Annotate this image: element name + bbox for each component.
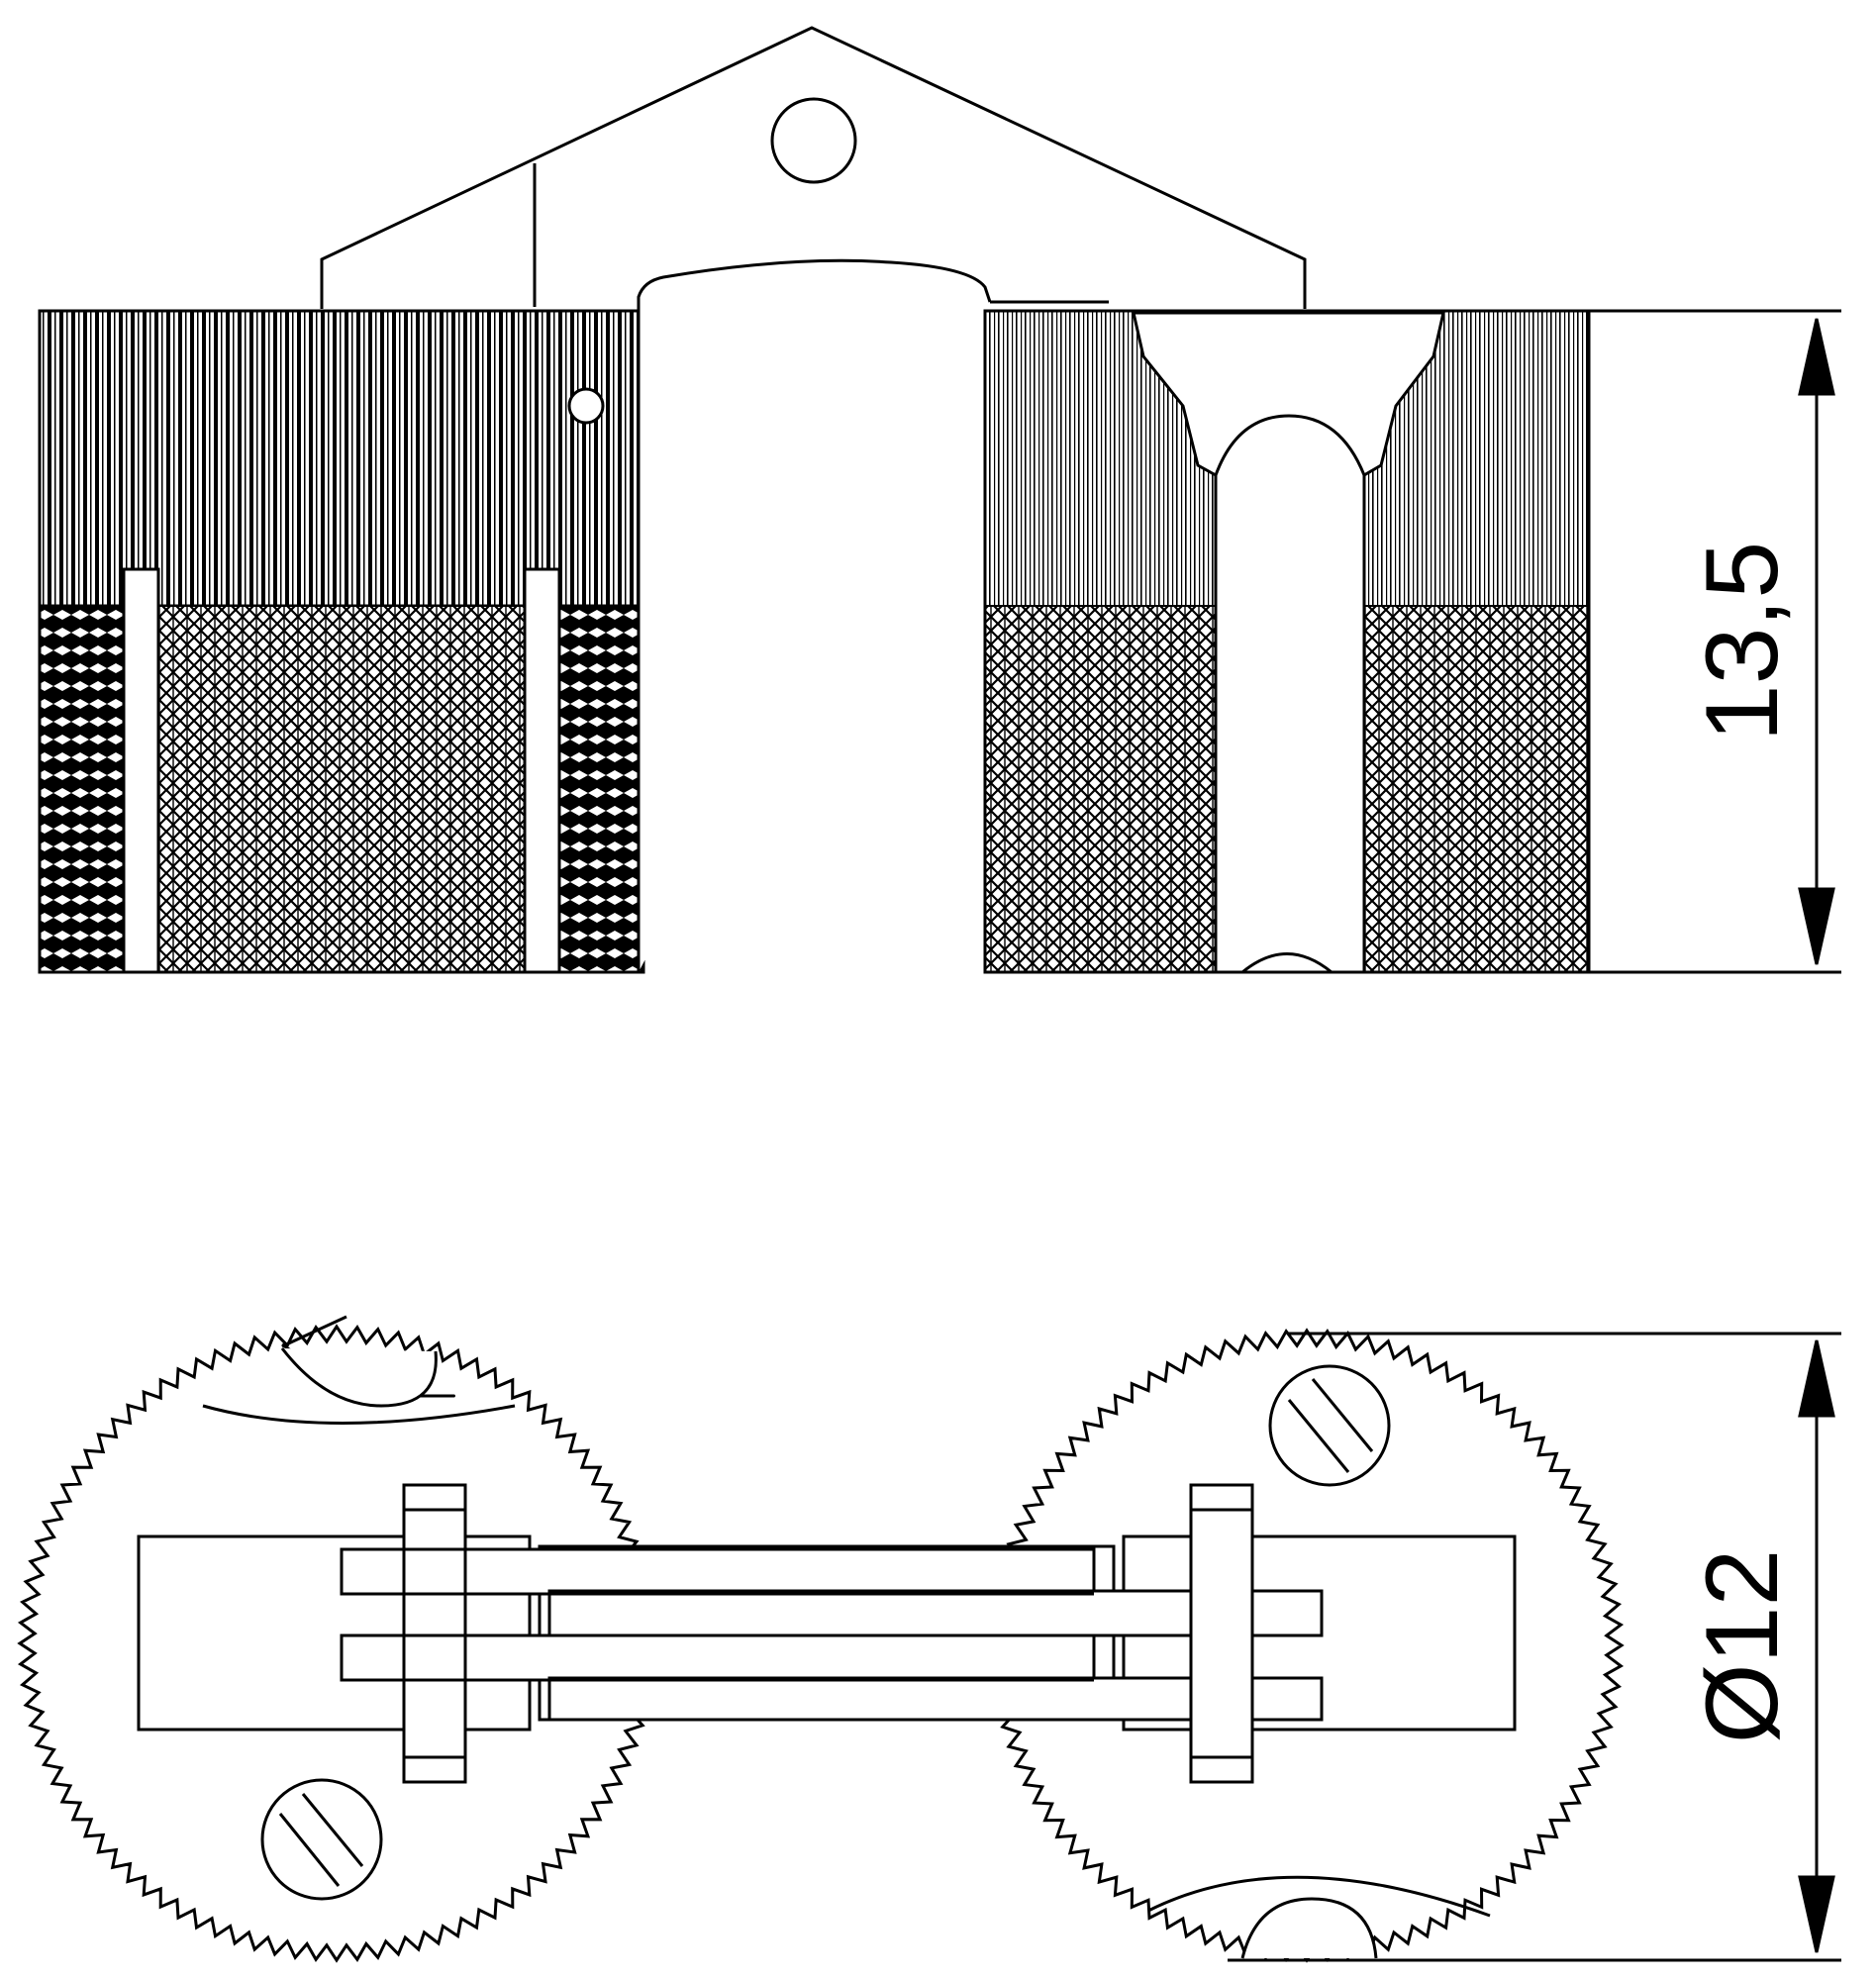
right-gear-arc — [1147, 1875, 1491, 1918]
right-channel-bottom-arc — [1241, 952, 1333, 974]
left-gear-arc — [202, 1404, 516, 1425]
left-cylinder-upper — [38, 309, 645, 610]
side-view — [38, 26, 1591, 974]
height-arrow-top-icon — [1798, 318, 1835, 396]
left-gear-notch — [280, 1347, 438, 1408]
right-screw — [1268, 1364, 1391, 1487]
left-pivot-pin — [402, 1483, 467, 1784]
left-cylinder-knurl-inner — [157, 605, 526, 973]
left-screw — [260, 1778, 383, 1901]
left-cylinder-pin — [567, 387, 605, 425]
diameter-dimension — [1228, 1332, 1841, 1962]
right-channel-arch — [1214, 414, 1366, 972]
top-view — [17, 1315, 1625, 1963]
diameter-arrow-top-icon — [1798, 1339, 1835, 1418]
diameter-arrow-bottom-icon — [1798, 1875, 1835, 1953]
central-link — [637, 258, 992, 972]
height-label: 13,5 — [1685, 542, 1800, 742]
right-cylinder-outline — [983, 309, 1591, 974]
diameter-label: Ø12 — [1685, 1549, 1800, 1744]
link-bar-3 — [340, 1634, 1096, 1682]
height-arrow-bottom-icon — [1798, 887, 1835, 965]
plate-hole — [770, 97, 857, 184]
left-slot-left — [122, 567, 160, 974]
link-bar-1 — [340, 1547, 1096, 1596]
left-slot-right — [523, 567, 561, 974]
height-dimension — [1406, 309, 1841, 974]
right-pivot-pin — [1189, 1483, 1254, 1784]
right-gear-notch — [1240, 1897, 1378, 1959]
